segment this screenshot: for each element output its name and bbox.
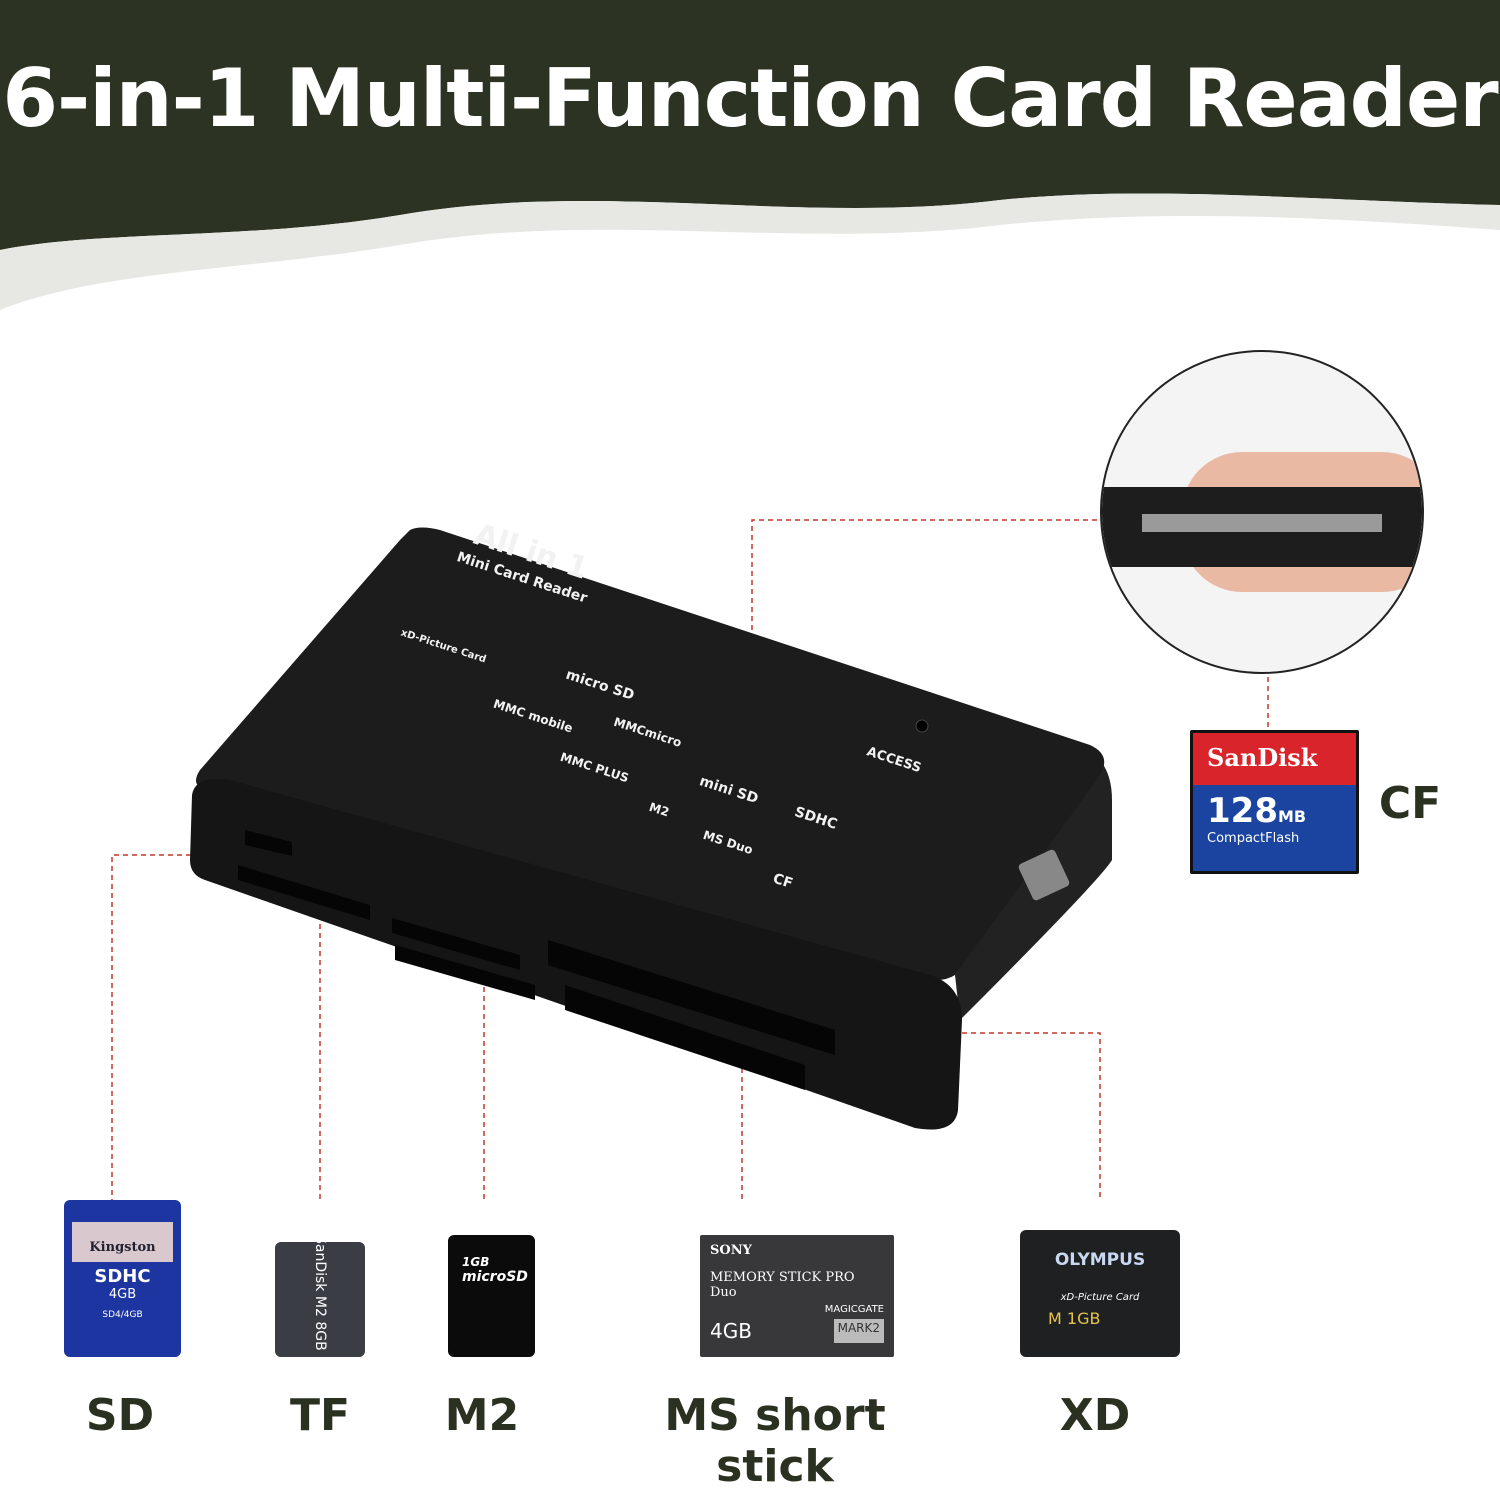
cf-type: CompactFlash	[1207, 831, 1300, 846]
ms-capacity: 4GB	[710, 1319, 752, 1343]
sd-label: SD	[85, 1390, 155, 1441]
m2-label: M2	[444, 1390, 520, 1441]
cf-label: CF	[1378, 778, 1442, 829]
sd-note: SD4/4GB	[102, 1310, 143, 1320]
cf-brand: SanDisk	[1193, 733, 1356, 785]
cf-capacity: 128	[1207, 791, 1278, 831]
xd-type: xD-Picture Card	[1060, 1292, 1140, 1303]
m2-card: 1GB microSD	[448, 1235, 535, 1357]
tf-type: M2	[312, 1295, 328, 1317]
xd-brand: OLYMPUS	[1054, 1250, 1146, 1270]
cf-unit: MB	[1277, 807, 1307, 826]
page-title: 6-in-1 Multi-Function Card Reader	[2, 52, 1498, 145]
ms-extra: MAGICGATE	[824, 1304, 884, 1315]
sd-brand: Kingston	[72, 1222, 173, 1262]
cf-card: SanDisk 128MB CompactFlash	[1190, 730, 1359, 874]
ms-brand: SONY	[710, 1243, 752, 1258]
slot-logo: CF	[771, 871, 795, 892]
ms-card: SONY MEMORY STICK PRO Duo MAGICGATE 4GB M…	[700, 1235, 894, 1357]
m2-capacity: 1GB	[462, 1255, 490, 1269]
tf-label: TF	[289, 1390, 351, 1441]
tf-brand: SanDisk	[312, 1242, 328, 1292]
tf-card: SanDisk M2 8GB	[275, 1242, 365, 1357]
card-reader-device: All in 1 Mini Card Reader ACCESS xD-Pict…	[111, 517, 1269, 1200]
sd-type: SDHC	[94, 1266, 151, 1287]
access-led	[915, 719, 929, 733]
xd-card: OLYMPUS xD-Picture Card M 1GB	[1020, 1230, 1180, 1357]
sd-capacity: 4GB	[108, 1287, 137, 1302]
header-banner	[0, 0, 1500, 310]
xd-capacity: M 1GB	[1048, 1309, 1101, 1328]
m2-brand: microSD	[462, 1269, 528, 1285]
ms-badge: MARK2	[833, 1319, 884, 1343]
sd-card: Kingston SDHC 4GB SD4/4GB	[64, 1200, 181, 1357]
tf-capacity: 8GB	[312, 1321, 328, 1351]
ms-type: MEMORY STICK PRO Duo	[710, 1270, 855, 1300]
slot-logo: M2	[647, 800, 671, 820]
cf-slot-closeup	[1100, 350, 1424, 674]
ms-label: MS short stick	[664, 1390, 886, 1492]
xd-label: XD	[1059, 1390, 1131, 1441]
